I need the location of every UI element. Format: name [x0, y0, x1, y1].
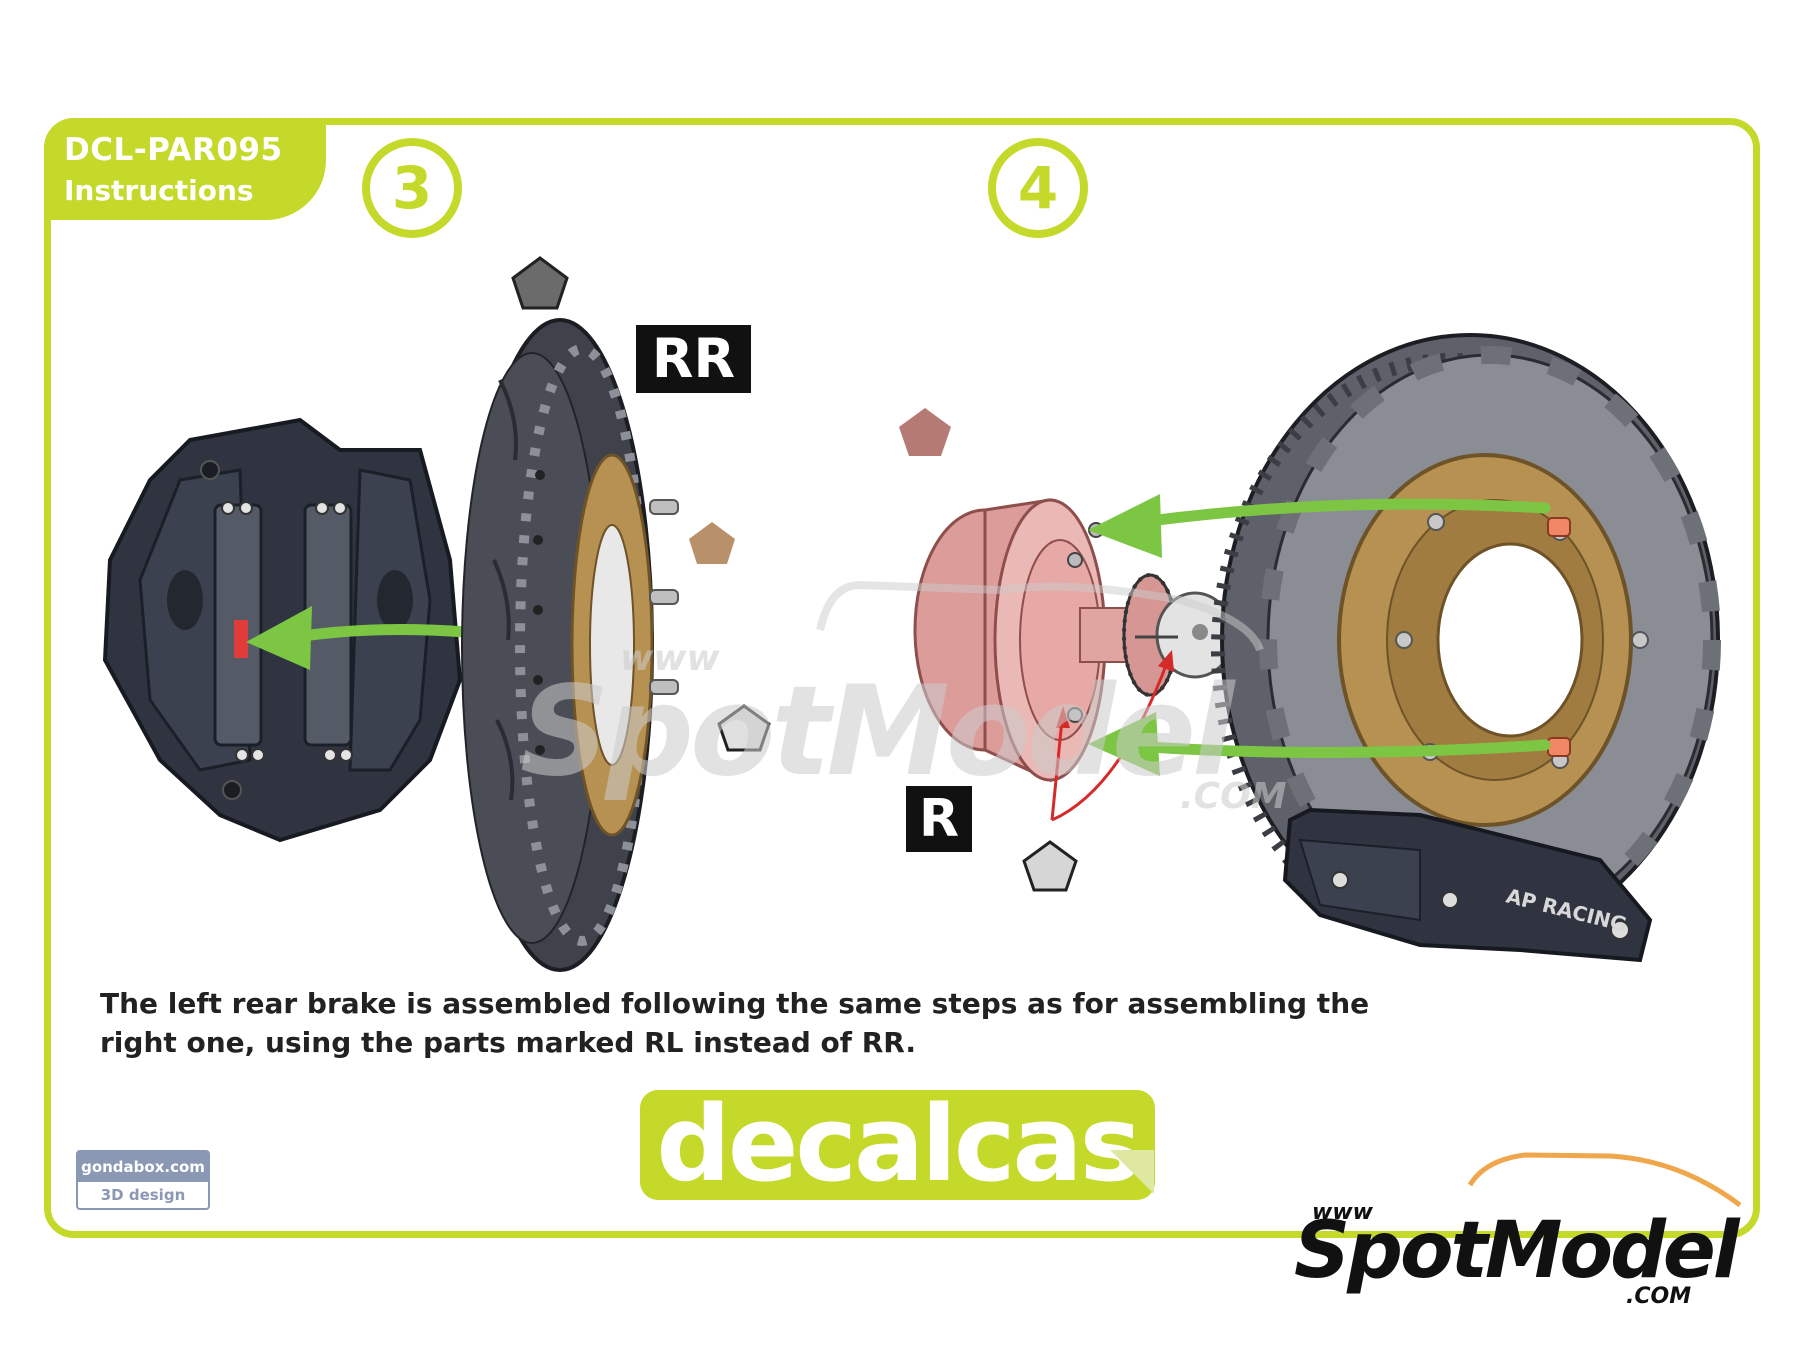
kit-code: DCL-PAR095 [64, 132, 283, 168]
step-4-badge: 4 [988, 138, 1088, 238]
brake-disc-front-view [1211, 333, 1721, 947]
red-arrows-step-4 [1050, 650, 1174, 822]
assembly-arrows-step-4 [1088, 494, 1551, 776]
brake-caliper-mounted [1282, 807, 1653, 963]
instruction-frame [44, 118, 1760, 1238]
decalcas-logo: decalcas [640, 1090, 1155, 1200]
spotmodel-logo-outline [1467, 1152, 1742, 1208]
part-label-rr: RR [636, 325, 751, 393]
step-3-badge: 3 [362, 138, 462, 238]
spotmodel-com: .COM [1626, 1284, 1692, 1309]
decalcas-logo-fold [1110, 1150, 1154, 1194]
watermark-www: www [620, 638, 720, 679]
kit-subtitle: Instructions [64, 174, 254, 207]
gondabox-3d-design: 3D design [100, 1186, 186, 1204]
spotmodel-www: www [1312, 1200, 1373, 1225]
brake-disc-side-view [461, 318, 679, 972]
light-pentagon-marker [717, 704, 771, 752]
part-label-r: R [906, 786, 972, 852]
spotmodel-logo-text: SpotModel [1294, 1206, 1740, 1296]
light-pentagon-marker [1022, 840, 1078, 892]
gondabox-badge: gondabox.com 3D design [76, 1150, 210, 1210]
instruction-description: The left rear brake is assembled followi… [100, 987, 1370, 1059]
watermark-name: SpotModel [520, 660, 1234, 804]
assembly-arrow-step-3 [246, 606, 471, 670]
watermark-com: .COM [1180, 776, 1287, 817]
rose-pentagon-marker [899, 408, 951, 456]
gondabox-site: gondabox.com [78, 1152, 208, 1182]
header-tab [44, 118, 326, 220]
wheel-hub-part [913, 498, 1235, 783]
brake-caliper-part [102, 417, 463, 843]
brown-pentagon-marker [689, 522, 735, 564]
watermark-car-outline [816, 580, 1264, 652]
gray-pentagon-marker [511, 256, 569, 310]
